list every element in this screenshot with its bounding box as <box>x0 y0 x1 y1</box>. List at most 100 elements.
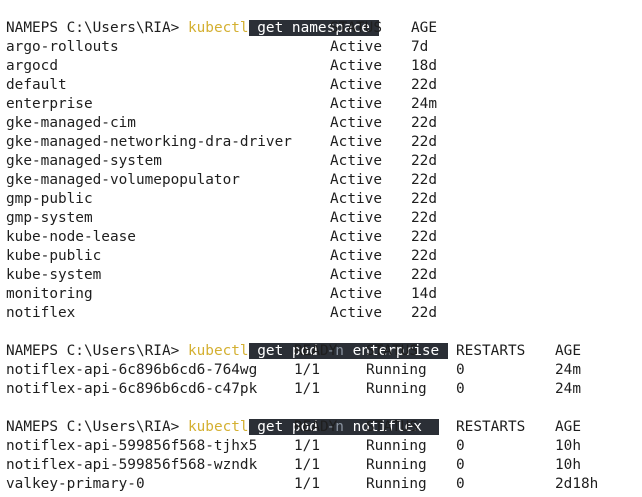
cell-restarts: 0 <box>456 438 465 454</box>
command-args: get pod -n enterprise <box>248 343 448 359</box>
cell-status: Active <box>330 191 382 207</box>
table-header: NAME STATUS AGE <box>6 19 642 38</box>
command-args-text: get namespace <box>248 20 379 36</box>
cell-age: 22d <box>411 153 437 169</box>
cell-age: 10h <box>555 457 581 473</box>
cell-age: 22d <box>411 210 437 226</box>
cell-name: enterprise <box>6 96 93 112</box>
table-header: NAME READY STATUS RESTARTS AGE <box>6 342 642 361</box>
cell-name: valkey-primary-0 <box>6 476 145 492</box>
cell-status: Active <box>330 210 382 226</box>
cell-name: default <box>6 77 67 93</box>
cell-age: 18d <box>411 58 437 74</box>
cell-name: notiflex-api-599856f568-wzndk <box>6 457 258 473</box>
cell-age: 22d <box>411 248 437 264</box>
cell-name: monitoring <box>6 286 93 302</box>
table-row: kube-node-lease Active 22d <box>6 228 642 247</box>
cell-age: 22d <box>411 134 437 150</box>
prompt-prefix: PS C:\Users\RIA> <box>40 20 188 36</box>
cell-name: gke-managed-system <box>6 153 162 169</box>
cell-name: gke-managed-cim <box>6 115 136 131</box>
cell-status: Running <box>366 362 427 378</box>
cell-status: Active <box>330 115 382 131</box>
cell-status: Active <box>330 134 382 150</box>
table-header: NAME READY STATUS RESTARTS AGE <box>6 418 642 437</box>
cell-status: Active <box>330 58 382 74</box>
cell-name: gke-managed-volumepopulator <box>6 172 240 188</box>
cell-ready: 1/1 <box>294 457 320 473</box>
table-row: argocd Active 18d <box>6 57 642 76</box>
cell-age: 2d18h <box>555 476 599 492</box>
prompt-prefix: PS C:\Users\RIA> <box>40 343 188 359</box>
table-row: gmp-system Active 22d <box>6 209 642 228</box>
cell-name: kube-node-lease <box>6 229 136 245</box>
table-row: monitoring Active 14d <box>6 285 642 304</box>
table-row: notiflex-api-599856f568-wzndk 1/1 Running 0… <box>6 456 642 475</box>
command-name: kubectl <box>187 343 249 359</box>
cell-ready: 1/1 <box>294 476 320 492</box>
cell-age: 22d <box>411 229 437 245</box>
table-row: gke-managed-networking-dra-driver Active 2… <box>6 133 642 152</box>
command-args-text: notiflex <box>343 419 440 435</box>
table-row: kube-public Active 22d <box>6 247 642 266</box>
command-args-text: enterprise <box>343 343 448 359</box>
cell-age: 14d <box>411 286 437 302</box>
column-header-status: STATUS <box>366 419 418 435</box>
cell-name: argocd <box>6 58 58 74</box>
cell-age: 22d <box>411 77 437 93</box>
cell-status: Active <box>330 172 382 188</box>
column-header-age: AGE <box>411 20 437 36</box>
cell-restarts: 0 <box>456 457 465 473</box>
command-flag: -n <box>326 419 344 435</box>
column-header-restarts: RESTARTS <box>456 419 526 435</box>
cell-status: Active <box>330 286 382 302</box>
table-row: gke-managed-volumepopulator Active 22d <box>6 171 642 190</box>
command-args-text: get pod <box>248 419 327 435</box>
table-row: gke-managed-system Active 22d <box>6 152 642 171</box>
cell-age: 22d <box>411 305 437 321</box>
cell-name: argo-rollouts <box>6 39 119 55</box>
cell-name: gmp-public <box>6 191 93 207</box>
cell-age: 10h <box>555 438 581 454</box>
cell-age: 22d <box>411 172 437 188</box>
column-header-ready: READY <box>294 419 338 435</box>
cell-status: Active <box>330 229 382 245</box>
cell-name: gke-managed-networking-dra-driver <box>6 134 292 150</box>
cell-status: Active <box>330 248 382 264</box>
cell-status: Active <box>330 39 382 55</box>
prompt-line: PS C:\Users\RIA> kubectl get pod -n noti… <box>6 399 642 435</box>
cell-name: notiflex <box>6 305 76 321</box>
cell-status: Running <box>366 457 427 473</box>
cell-ready: 1/1 <box>294 438 320 454</box>
cell-status: Active <box>330 77 382 93</box>
table-row: notiflex Active 22d <box>6 304 642 323</box>
command-flag: -n <box>326 343 344 359</box>
column-header-age: AGE <box>555 419 581 435</box>
prompt-prefix: PS C:\Users\RIA> <box>40 419 188 435</box>
cell-name: notiflex-api-6c896b6cd6-764wg <box>6 362 258 378</box>
cell-ready: 1/1 <box>294 381 320 397</box>
cell-name: kube-public <box>6 248 102 264</box>
command-args: get namespace <box>248 20 379 36</box>
cell-status: Active <box>330 305 382 321</box>
command-name: kubectl <box>187 419 249 435</box>
table-row: default Active 22d <box>6 76 642 95</box>
column-header-ready: READY <box>294 343 338 359</box>
prompt-line: PS C:\Users\RIA> kubectl get namespace <box>6 0 642 36</box>
cell-status: Running <box>366 438 427 454</box>
cell-status: Active <box>330 153 382 169</box>
cell-age: 22d <box>411 115 437 131</box>
cell-name: gmp-system <box>6 210 93 226</box>
cell-status: Running <box>366 381 427 397</box>
cell-age: 24m <box>555 381 581 397</box>
cell-name: notiflex-api-6c896b6cd6-c47pk <box>6 381 258 397</box>
column-header-age: AGE <box>555 343 581 359</box>
